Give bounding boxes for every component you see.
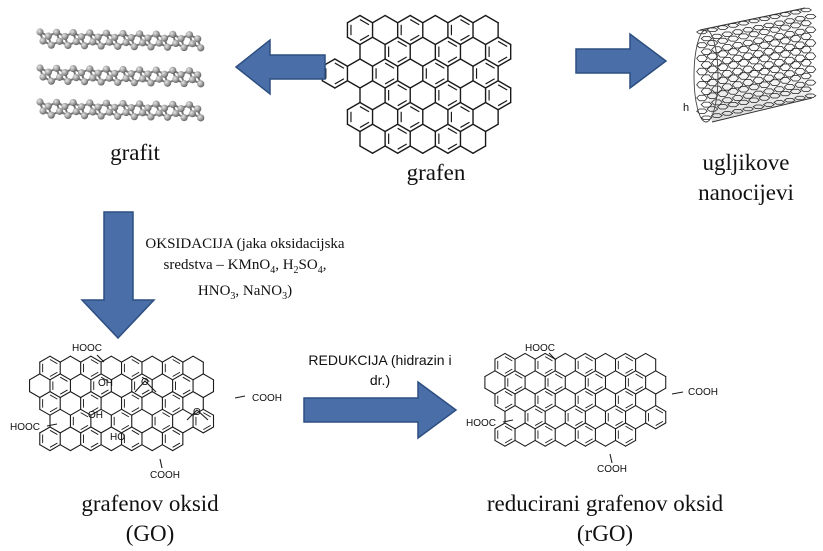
nanotube-letter: h xyxy=(683,102,690,114)
arrow-left-to-graphite xyxy=(234,38,326,96)
label-rgo-line2: (rGO) xyxy=(576,521,634,546)
reduction-line2: dr.) xyxy=(369,372,391,388)
go-cooh-bottom: COOH xyxy=(150,470,180,481)
go-cooh-top: HOOC xyxy=(72,343,102,354)
oxidation-line3: HNO3, NaNO3) xyxy=(197,283,293,302)
go-oh-2: OH xyxy=(88,410,103,421)
label-graphene: grafen xyxy=(406,160,466,185)
go-epoxy-o-1: O xyxy=(141,377,149,388)
label-nanotubes-line2: nanocijevi xyxy=(698,180,794,205)
label-graphite: grafit xyxy=(110,140,160,165)
go-cooh-left: HOOC xyxy=(10,422,40,433)
label-rgo-line1: reducirani grafenov oksid xyxy=(486,491,724,516)
rgo-cooh-top: HOOC xyxy=(525,343,555,354)
graphene-lattice xyxy=(321,14,512,154)
label-nanotubes-line1: ugljikove xyxy=(702,150,790,175)
go-cooh-right: COOH xyxy=(252,393,282,404)
oxidation-line1: OKSIDACIJA (jaka oksidacijska xyxy=(145,236,345,252)
graphite-structure xyxy=(36,28,205,122)
go-ho: HO xyxy=(110,432,125,443)
label-go-line2: (GO) xyxy=(125,521,175,546)
reduction-line1: REDUKCIJA (hidrazin i xyxy=(308,352,452,368)
oxidation-note: OKSIDACIJA (jaka oksidacijska sredstva –… xyxy=(120,234,370,307)
go-epoxy-o-2: O xyxy=(193,407,201,418)
reduced-graphene-oxide-lattice xyxy=(484,352,684,464)
oxidation-line2: sredstva – KMnO4, H2SO4, xyxy=(163,257,327,276)
carbon-nanotube xyxy=(693,7,817,123)
arrow-right-reduction xyxy=(303,380,458,440)
go-oh-1: OH xyxy=(98,378,113,389)
arrow-down-oxidation xyxy=(80,211,156,340)
rgo-cooh-bottom: COOH xyxy=(597,464,627,475)
reduction-note: REDUKCIJA (hidrazin i dr.) xyxy=(290,350,470,390)
rgo-cooh-right: COOH xyxy=(688,387,718,398)
arrow-right-to-nanotubes xyxy=(575,32,668,90)
label-go-line1: grafenov oksid xyxy=(81,491,219,516)
graphene-oxide-lattice xyxy=(29,354,246,469)
rgo-cooh-left: HOOC xyxy=(466,418,496,429)
